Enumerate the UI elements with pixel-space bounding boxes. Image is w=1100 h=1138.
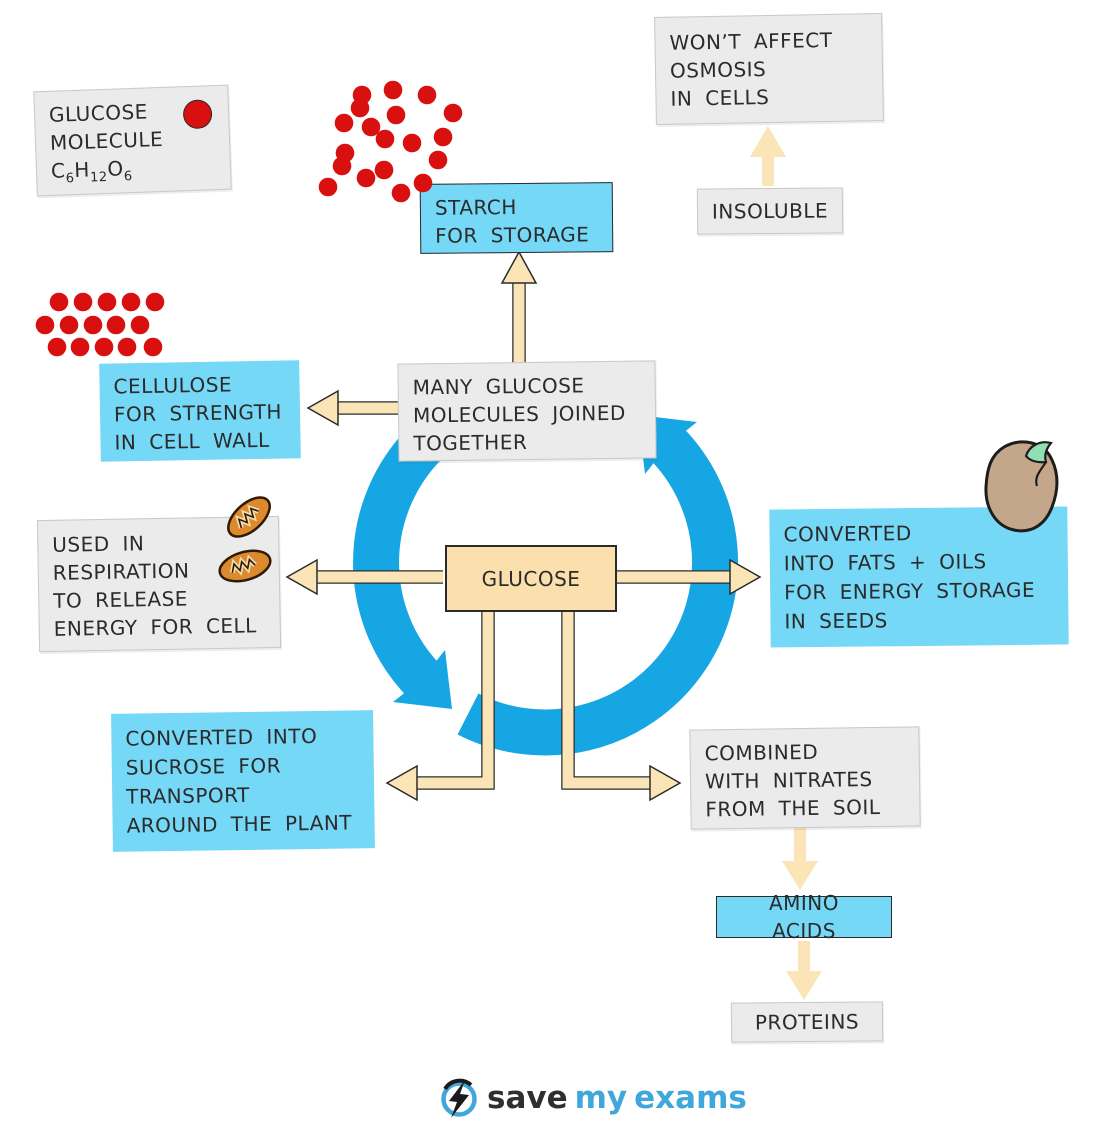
glucose-dot-icon (83, 315, 103, 335)
cellulose-arrow (306, 389, 398, 427)
glucose-dot-icon (145, 292, 165, 312)
cellulose-line: CELLULOSE (113, 372, 233, 399)
glucose-box: GLUCOSE (445, 545, 617, 612)
glucose-dot-icon (374, 160, 394, 180)
logo-bolt-icon (441, 1078, 477, 1118)
glucose-dot-icon (417, 85, 437, 105)
glucose-dot-icon (402, 133, 422, 153)
starch-box: STARCH FOR STORAGE (419, 182, 614, 254)
fats-arrow (617, 558, 762, 596)
starch-arrow (500, 250, 538, 365)
glucose-dot-icon (49, 292, 69, 312)
starch-line: STARCH (434, 194, 517, 220)
fats-oils-box: CONVERTED INTO FATS + OILS FOR ENERGY ST… (769, 506, 1069, 648)
glucose-dot-icon (318, 177, 338, 197)
sucrose-line: TRANSPORT (126, 782, 250, 809)
osmosis-line: IN CELLS (670, 85, 770, 111)
osmosis-line: OSMOSIS (669, 57, 767, 83)
logo-word-save: save (487, 1080, 568, 1116)
proteins-arrow (786, 941, 822, 1000)
glucose-dot-icon (47, 337, 67, 357)
insoluble-arrow (750, 126, 786, 186)
respiration-line: RESPIRATION (52, 558, 190, 585)
logo-word-exams: exams (634, 1080, 747, 1116)
proteins-label: PROTEINS (754, 1009, 860, 1035)
amino-acids-box: AMINO ACIDS (716, 891, 892, 943)
osmosis-box: WON’T AFFECT OSMOSIS IN CELLS (654, 13, 884, 125)
proteins-box: PROTEINS (730, 1001, 884, 1043)
insoluble-box: INSOLUBLE (696, 187, 844, 235)
amino-acids-label: AMINO ACIDS (768, 891, 840, 943)
fats-line: IN SEEDS (784, 608, 888, 634)
logo-word-my: my (574, 1080, 628, 1116)
glucose-dot-icon (383, 80, 403, 100)
respiration-box: USED IN RESPIRATION TO RELEASE ENERGY FO… (36, 515, 282, 653)
cellulose-box: CELLULOSE FOR STRENGTH IN CELL WALL (99, 360, 301, 462)
sucrose-line: AROUND THE PLANT (126, 810, 353, 838)
glucose-dot-icon (130, 315, 150, 335)
cellulose-line: FOR STRENGTH (113, 399, 283, 427)
glucose-dot-icon (35, 315, 55, 335)
glucose-dot-icon (94, 337, 114, 357)
nitrates-line: WITH NITRATES (704, 767, 873, 794)
glucose-dot-icon (121, 292, 141, 312)
glucose-dot-icon (352, 85, 372, 105)
glucose-dot-icon (73, 292, 93, 312)
glucose-dot-icon (361, 117, 381, 137)
glucose-dot-icon (350, 98, 370, 118)
glucose-dot-icon (443, 103, 463, 123)
glucose-dot-icon (59, 315, 79, 335)
glucose-label: GLUCOSE (481, 566, 581, 591)
sucrose-box: CONVERTED INTO SUCROSE FOR TRANSPORT ARO… (111, 710, 375, 852)
nitrates-line: COMBINED (704, 739, 819, 766)
glucose-dot-icon (386, 105, 406, 125)
respiration-arrow (285, 558, 443, 596)
glucose-dot-icon (334, 113, 354, 133)
many-glucose-line: MOLECULES JOINED (412, 400, 626, 428)
respiration-line: ENERGY FOR CELL (53, 613, 258, 641)
glucose-dot-icon (356, 168, 376, 188)
osmosis-line: WON’T AFFECT (669, 27, 833, 55)
glucose-dot-icon (428, 150, 448, 170)
insoluble-line: INSOLUBLE (711, 198, 829, 224)
glucose-dot-icon (375, 129, 395, 149)
many-glucose-line: TOGETHER (413, 429, 528, 456)
glucose-dot-icon (143, 337, 163, 357)
fats-line: FOR ENERGY STORAGE (784, 577, 1036, 605)
respiration-line: TO RELEASE (53, 586, 189, 613)
respiration-line: USED IN (52, 531, 145, 557)
amino-acids-arrow (782, 827, 818, 890)
many-glucose-line: MANY GLUCOSE (412, 373, 585, 400)
sucrose-line: CONVERTED INTO (125, 723, 318, 751)
nitrates-line: FROM THE SOIL (705, 794, 881, 822)
glucose-dot-icon (433, 127, 453, 147)
glucose-dot-icon (97, 292, 117, 312)
starch-line: FOR STORAGE (435, 222, 590, 248)
sucrose-arrow (385, 612, 495, 802)
glucose-dot-icon (106, 315, 126, 335)
glucose-dot-icon (335, 143, 355, 163)
nitrates-box: COMBINED WITH NITRATES FROM THE SOIL (689, 726, 921, 830)
glucose-molecule-legend: GLUCOSE MOLECULE C6H12O6 (33, 84, 232, 197)
glucose-dot-icon (332, 156, 352, 176)
glucose-dot-icon (117, 337, 137, 357)
glucose-formula: C6H12O6 (50, 156, 133, 187)
many-glucose-box: MANY GLUCOSE MOLECULES JOINED TOGETHER (397, 360, 657, 462)
cellulose-line: IN CELL WALL (114, 427, 270, 455)
sucrose-line: SUCROSE FOR (125, 753, 282, 780)
cellulose-molecule-dots-icon (35, 292, 165, 357)
fats-line: INTO FATS + OILS (783, 549, 987, 576)
glucose-dot-icon (70, 337, 90, 357)
fats-line: CONVERTED (783, 521, 912, 547)
glucose-dot-icon (391, 183, 411, 203)
nitrates-arrow (561, 612, 682, 802)
